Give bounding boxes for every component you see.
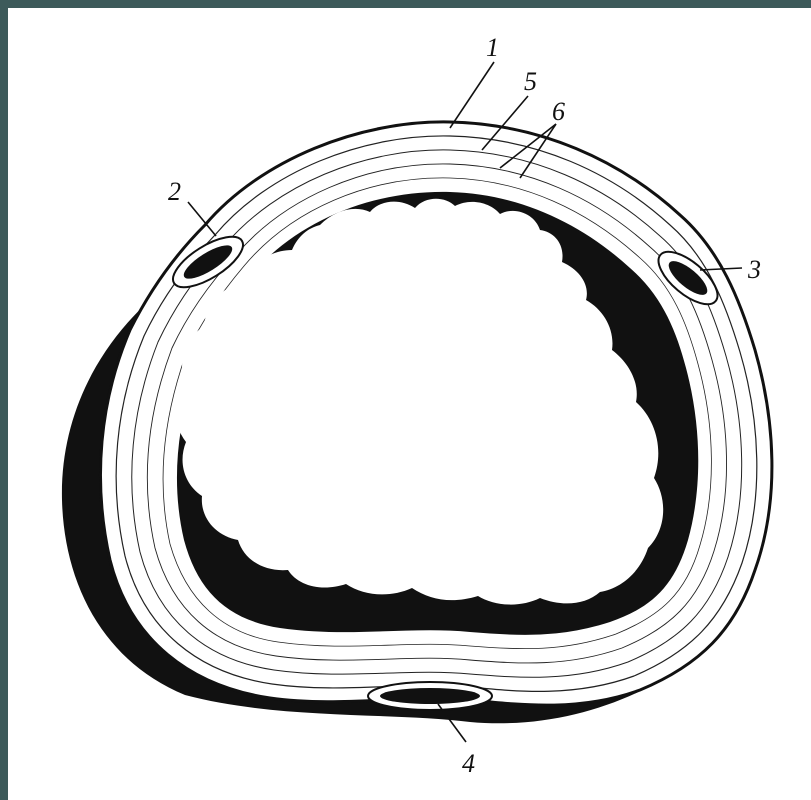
figure-frame: 1 5 6 2 3 4 — [8, 8, 811, 800]
label-2: 2 — [168, 177, 181, 206]
structure-4-core — [380, 688, 480, 704]
label-3: 3 — [747, 255, 761, 284]
label-1: 1 — [486, 33, 499, 62]
label-6: 6 — [552, 97, 565, 126]
cross-section-diagram: 1 5 6 2 3 4 — [8, 8, 811, 800]
label-5: 5 — [524, 67, 537, 96]
label-4: 4 — [462, 749, 475, 778]
